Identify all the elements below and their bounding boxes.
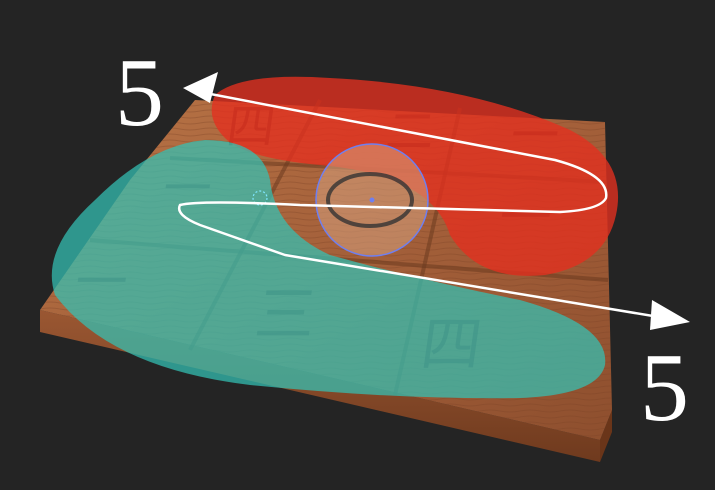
move-path <box>177 90 666 320</box>
target-ring-icon <box>315 143 429 257</box>
label-top-left: 5 <box>115 39 164 147</box>
label-bottom-right: 5 <box>640 334 689 442</box>
small-marker-icon <box>252 190 268 206</box>
arrow-head-icon <box>183 72 218 103</box>
arrow-head-icon <box>650 300 690 330</box>
